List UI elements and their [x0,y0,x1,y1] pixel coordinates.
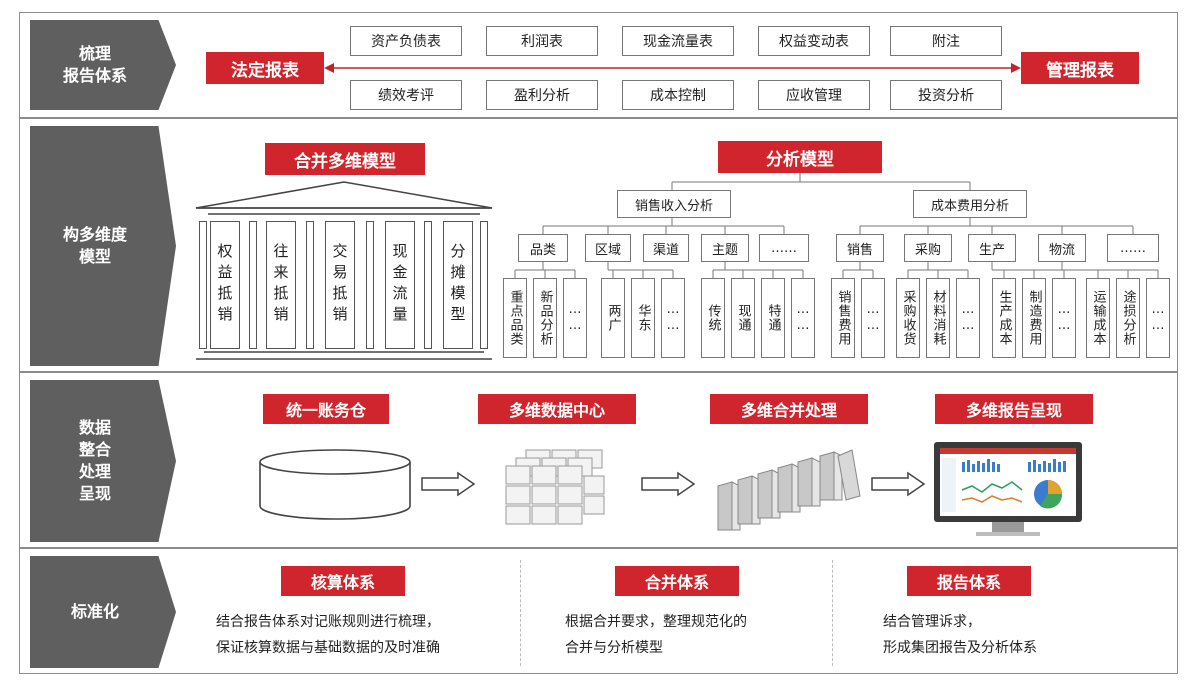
cost-expense-analysis: 成本费用分析 [913,190,1027,218]
step-report-presentation: 多维报告呈现 [935,394,1093,424]
row-label-standardization: 标准化 [30,556,176,668]
temple-column [249,221,257,349]
step-unified-ledger: 统一账务仓 [263,394,389,424]
row-label-multidim-model: 构多维度 模型 [30,126,176,366]
leaf-key-category: 重点品类 [503,278,527,358]
temple-roof-icon [195,181,493,215]
group-more-cost: …… [1107,234,1159,262]
column-divider [520,560,521,666]
analysis-model-title: 分析模型 [718,141,882,173]
leaf-manufacturing-expense: 制造费用 [1022,278,1046,358]
management-report-badge: 管理报表 [1021,52,1139,84]
accounting-system-desc-1: 结合报告体系对记账规则进行梳理， [216,614,440,630]
temple-column [480,221,488,349]
mgmt-profit-analysis: 盈利分析 [486,80,598,110]
data-cube-icon [505,449,605,525]
report-balance-sheet: 资产负债表 [350,26,462,56]
leaf-more: …… [956,278,980,358]
pillar-allocation: 分摊模型 [443,221,473,349]
pillar-intercompany: 往来抵销 [266,221,296,349]
row-label-data-processing: 数据 整合 处理 呈现 [30,380,176,542]
merge-model-title: 合并多维模型 [265,143,425,175]
leaf-more: …… [861,278,885,358]
column-divider [832,560,833,666]
group-sales: 销售 [836,234,884,262]
double-arrow-icon [324,63,1021,73]
group-region: 区域 [585,234,631,262]
arrow-right-icon [871,471,926,497]
mgmt-investment: 投资分析 [890,80,1002,110]
accounting-system-desc-2: 保证核算数据与基础数据的及时准确 [216,640,440,656]
leaf-more: …… [791,278,815,358]
leaf-production-cost: 生产成本 [992,278,1016,358]
step-consolidation: 多维合并处理 [710,394,868,424]
row-label-report-system: 梳理 报告体系 [30,20,176,110]
group-topic: 主题 [701,234,749,262]
temple-column [366,221,374,349]
mgmt-performance: 绩效考评 [350,80,462,110]
group-channel: 渠道 [643,234,689,262]
consolidation-system-desc-1: 根据合并要求，整理规范化的 [565,614,747,630]
report-system-desc-1: 结合管理诉求， [883,614,981,630]
leaf-modern: 现通 [731,278,755,358]
report-income-statement: 利润表 [486,26,598,56]
mgmt-receivables: 应收管理 [758,80,870,110]
leaf-sales-expense: 销售费用 [831,278,855,358]
database-cylinder-icon [259,449,411,520]
group-logistics: 物流 [1038,234,1086,262]
group-category: 品类 [518,234,568,262]
consolidation-system-desc-2: 合并与分析模型 [565,640,663,656]
pillar-transactions: 交易抵销 [325,221,355,349]
temple-base-icon [196,351,492,360]
statutory-report-badge: 法定报表 [206,52,324,84]
step-data-center: 多维数据中心 [478,394,636,424]
leaf-new-product: 新品分析 [533,278,557,358]
leaf-procurement-receipt: 采购收货 [896,278,920,358]
dashboard-monitor-icon [934,442,1082,536]
report-system-desc-2: 形成集团报告及分析体系 [883,640,1037,656]
leaf-material-consumption: 材料消耗 [926,278,950,358]
leaf-more: …… [563,278,587,358]
leaf-east-china: 华东 [631,278,655,358]
domino-icon [717,449,861,531]
report-cash-flow: 现金流量表 [622,26,734,56]
report-system-title: 报告体系 [907,566,1031,596]
accounting-system-title: 核算体系 [281,566,405,596]
leaf-transit-loss: 途损分析 [1116,278,1140,358]
report-equity-change: 权益变动表 [758,26,870,56]
temple-column [306,221,314,349]
leaf-more: …… [1052,278,1076,358]
group-procurement: 采购 [904,234,952,262]
pillar-cash-flow: 现金流量 [385,221,415,349]
report-notes: 附注 [890,26,1002,56]
group-more-sales: …… [759,234,809,262]
temple-column [199,221,207,349]
leaf-more: …… [1146,278,1170,358]
arrow-right-icon [421,471,476,497]
leaf-special: 特通 [761,278,785,358]
sales-revenue-analysis: 销售收入分析 [617,190,731,218]
leaf-transport-cost: 运输成本 [1086,278,1110,358]
leaf-guangdong-guangxi: 两广 [601,278,625,358]
mgmt-cost-control: 成本控制 [622,80,734,110]
group-production: 生产 [968,234,1016,262]
arrow-right-icon [641,471,696,497]
leaf-traditional: 传统 [701,278,725,358]
temple-column [424,221,432,349]
consolidation-system-title: 合并体系 [615,566,739,596]
pillar-equity: 权益抵销 [210,221,240,349]
leaf-more: …… [661,278,685,358]
